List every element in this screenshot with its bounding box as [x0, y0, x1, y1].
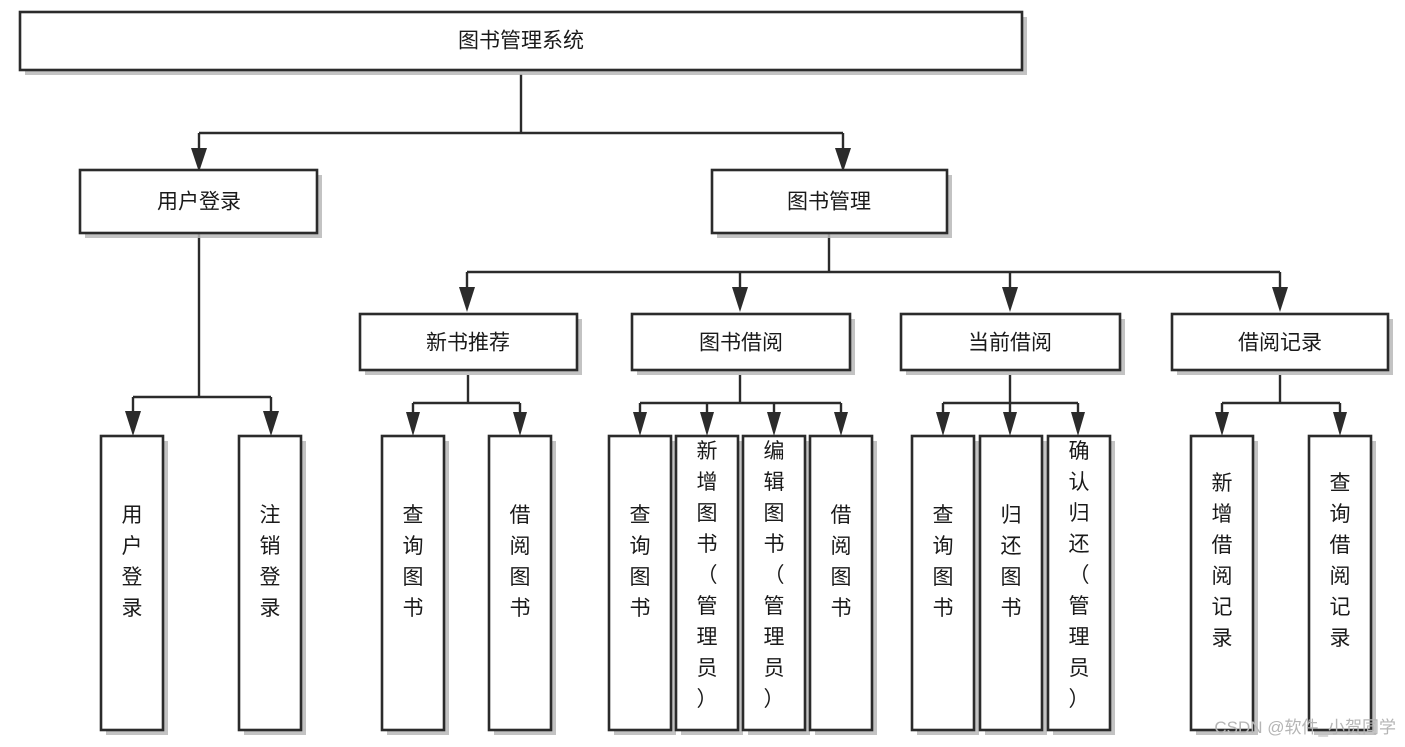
leaf-record-add-label: 新增借阅记录: [1212, 472, 1233, 650]
connector-currentborrow-to-leaves: [936, 375, 1085, 436]
leaf-current-confirm-label: 确认归还（管理员）: [1069, 440, 1090, 711]
node-current-borrow[interactable]: 当前借阅: [899, 312, 1125, 375]
leaf-current-query[interactable]: 查询图书: [910, 434, 979, 735]
connector-bookborrow-to-leaves: [633, 375, 848, 436]
leaf-user-login-label: 用户登录: [122, 504, 143, 620]
node-book-borrow-label: 图书借阅: [699, 332, 783, 355]
leaf-current-return[interactable]: 归还图书: [978, 434, 1047, 735]
leaf-rec-borrow[interactable]: 借阅图书: [487, 434, 556, 735]
leaf-borrow-edit[interactable]: 编辑图书（管理员）: [741, 434, 810, 735]
connector-bookmanage-to-level3: [459, 234, 1288, 312]
leaf-current-return-label: 归还图书: [1001, 504, 1022, 620]
connector-newbookrec-to-leaves: [406, 375, 527, 436]
leaf-rec-query-label: 查询图书: [403, 504, 424, 620]
node-new-book-rec[interactable]: 新书推荐: [358, 312, 582, 375]
csdn-watermark: CSDN @软件_小贺同学: [1214, 718, 1396, 737]
connector-root-to-level2: [191, 74, 851, 172]
leaf-record-query[interactable]: 查询借阅记录: [1307, 434, 1376, 735]
node-user-login-label: 用户登录: [157, 191, 241, 214]
leaf-borrow-query-label: 查询图书: [630, 504, 651, 620]
leaf-user-login[interactable]: 用户登录: [99, 434, 168, 735]
node-book-manage-label: 图书管理: [787, 191, 871, 214]
leaf-current-query-label: 查询图书: [933, 504, 954, 620]
connector-borrowrecord-to-leaves: [1215, 375, 1347, 436]
node-current-borrow-label: 当前借阅: [968, 332, 1052, 355]
leaf-rec-query[interactable]: 查询图书: [380, 434, 449, 735]
node-book-borrow[interactable]: 图书借阅: [630, 312, 855, 375]
leaf-record-add[interactable]: 新增借阅记录: [1189, 434, 1258, 735]
node-borrow-record[interactable]: 借阅记录: [1170, 312, 1393, 375]
leaf-borrow-add[interactable]: 新增图书（管理员）: [674, 434, 743, 735]
leaf-user-logout-label: 注销登录: [260, 504, 281, 620]
node-user-login[interactable]: 用户登录: [78, 168, 322, 238]
leaf-borrow-edit-label: 编辑图书（管理员）: [764, 440, 785, 711]
node-root[interactable]: 图书管理系统: [18, 10, 1027, 75]
node-root-label: 图书管理系统: [458, 30, 584, 53]
leaf-record-query-label: 查询借阅记录: [1330, 472, 1351, 650]
connector-layer: [125, 74, 1347, 436]
leaf-borrow-query[interactable]: 查询图书: [607, 434, 676, 735]
node-borrow-record-label: 借阅记录: [1238, 332, 1322, 355]
connector-userlogin-to-leaves: [125, 234, 279, 436]
leaf-current-confirm[interactable]: 确认归还（管理员）: [1046, 434, 1115, 735]
leaf-user-logout[interactable]: 注销登录: [237, 434, 306, 735]
node-new-book-rec-label: 新书推荐: [426, 332, 510, 355]
leaf-borrow-take-label: 借阅图书: [831, 504, 852, 620]
leaf-borrow-take[interactable]: 借阅图书: [808, 434, 877, 735]
leaf-borrow-add-label: 新增图书（管理员）: [697, 440, 718, 711]
node-book-manage[interactable]: 图书管理: [710, 168, 952, 238]
leaf-rec-borrow-label: 借阅图书: [510, 504, 531, 620]
